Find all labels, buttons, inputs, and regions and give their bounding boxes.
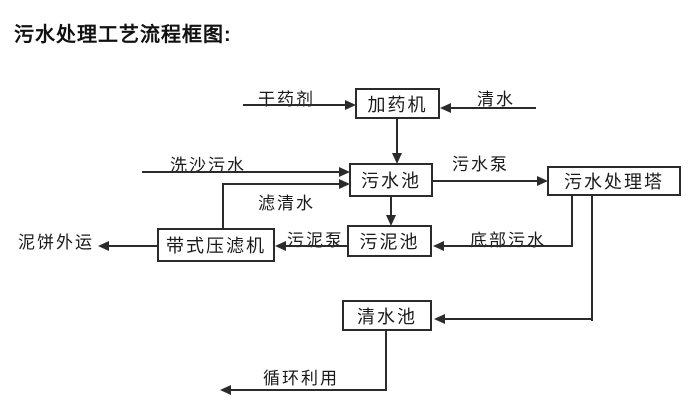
arrowhead-bottom-sewage [433,241,444,251]
arrowhead-clean-water [440,103,451,113]
node-treatment-tower: 污水处理塔 [547,166,681,196]
edge-pool-to-sludge-line [390,197,392,217]
label-sand-washing-sewage: 洗沙污水 [170,156,246,175]
label-bottom-sewage: 底部污水 [470,231,546,250]
edge-bottom-sewage-hline [442,245,573,247]
node-sludge-pool: 污泥池 [347,225,432,257]
label-dry-agent: 干药剂 [258,90,315,109]
edge-clean-water-line [450,107,536,109]
arrowhead-recycling [220,385,231,395]
edge-dosing-to-pool-line [396,119,398,155]
node-clean-water-pool: 清水池 [342,300,432,331]
arrowhead-mud-cake [98,241,109,251]
arrowhead-sand-washing [339,167,350,177]
node-belt-filter-press: 带式压滤机 [157,228,275,262]
edge-recycling-hline [229,389,387,391]
edge-tower-to-clean-hline [443,318,593,320]
arrowhead-sludge-pump [275,241,286,251]
node-sewage-pool: 污水池 [349,163,433,197]
label-clean-water: 清水 [477,90,515,109]
edge-recycling-vline [385,331,387,391]
label-sludge-pump: 污泥泵 [287,231,344,250]
edge-sludge-pump-line [284,245,347,247]
diagram-title: 污水处理工艺流程框图: [14,24,232,46]
arrowhead-pool-to-sludge [386,215,396,226]
label-mud-cake-outbound: 泥饼外运 [18,233,94,252]
edge-filtered-water-vline [222,184,224,228]
arrowhead-dry-agent [345,100,356,110]
arrowhead-dosing-to-pool [392,153,402,164]
node-dosing-machine: 加药机 [355,88,440,119]
edge-sand-washing-line [142,171,340,173]
edge-sewage-pump-line [433,180,538,182]
label-recycling: 循环利用 [263,369,339,388]
edge-tower-to-clean-vline [591,196,593,321]
arrowhead-tower-to-clean [434,314,445,324]
edge-bottom-sewage-vline [571,196,573,247]
arrowhead-filtered-water [339,179,350,189]
arrowhead-sewage-pump [537,176,548,186]
label-sewage-pump: 污水泵 [452,155,509,174]
edge-filtered-water-hline [222,183,340,185]
edge-mud-cake-line [107,245,157,247]
label-filtered-water: 滤清水 [258,194,315,213]
edge-dry-agent-line [243,104,346,106]
